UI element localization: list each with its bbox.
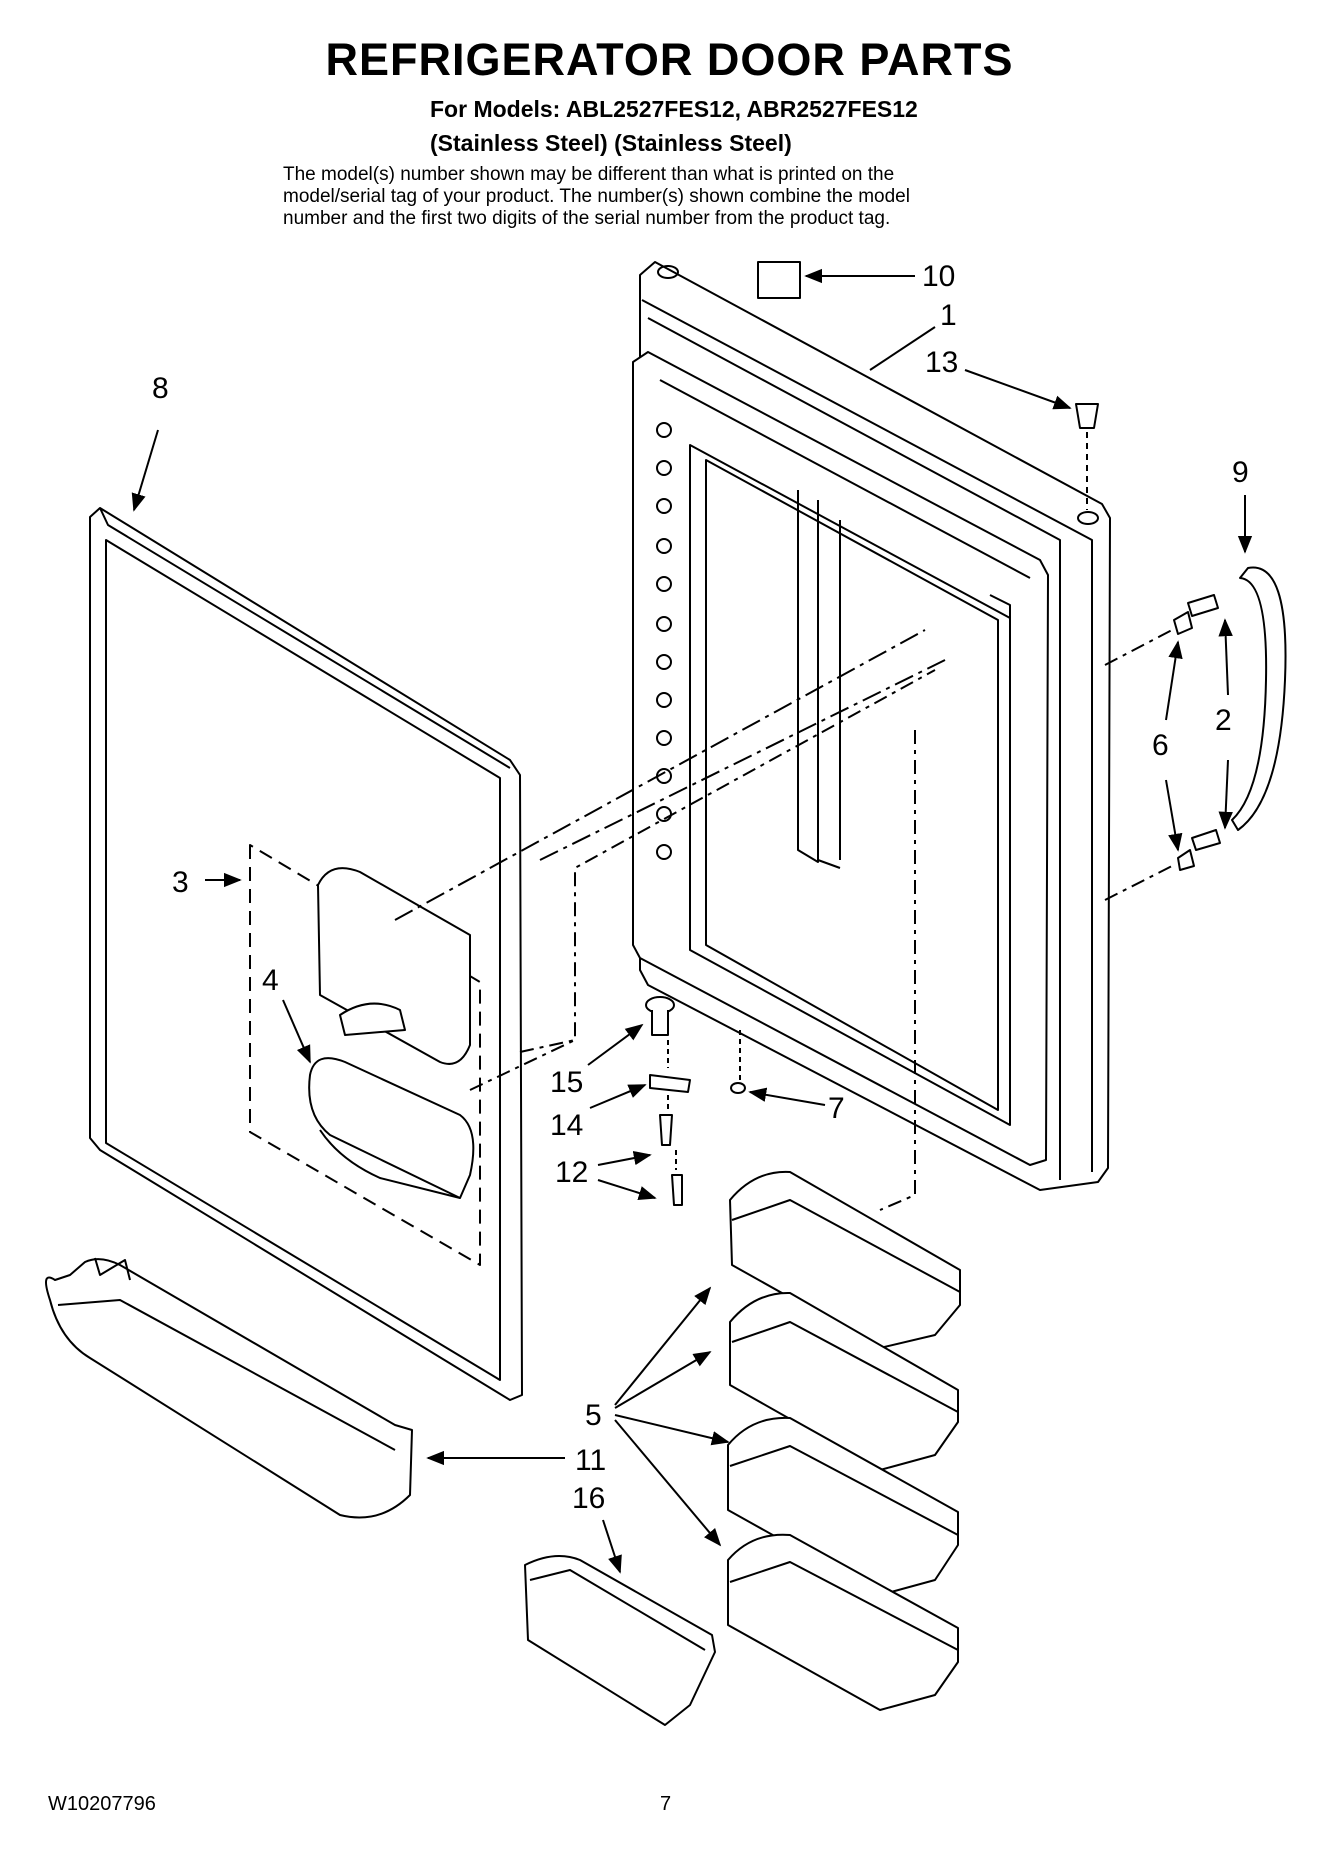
page-title: REFRIGERATOR DOOR PARTS [325,34,1014,85]
finish-subtitle: (Stainless Steel) (Stainless Steel) [430,130,792,156]
callout-12: 12 [555,1156,588,1189]
model-number-note: The model(s) number shown may be differe… [283,164,1083,230]
callout-7: 7 [828,1092,845,1125]
note-line: The model(s) number shown may be differe… [283,164,895,185]
hinge-hardware [645,996,746,1206]
label-tag-part [757,261,801,299]
lower-door-bin-part [45,1257,413,1519]
callout-numbers: 10 1 13 8 9 2 6 3 4 7 15 14 12 5 11 16 [152,260,1249,1515]
callout-2: 2 [1215,704,1232,737]
dispenser-assembly [249,844,481,1266]
callout-16: 16 [572,1482,605,1515]
callout-10: 10 [922,260,955,293]
callout-4: 4 [262,964,279,997]
small-bin-part [524,1555,716,1726]
note-line: number and the first two digits of the s… [283,208,891,229]
callout-11: 11 [575,1444,606,1477]
callout-15: 15 [550,1066,583,1099]
handle-part [1231,566,1287,831]
models-subtitle: For Models: ABL2527FES12, ABR2527FES12 [430,96,918,122]
door-liner-part [632,261,1111,1191]
door-bins-part [727,1170,961,1711]
plug-part [1075,403,1099,429]
callout-13: 13 [925,346,958,379]
page-number: 7 [660,1793,672,1815]
callout-14: 14 [550,1109,583,1142]
callout-6: 6 [1152,729,1169,762]
callout-5: 5 [585,1399,602,1432]
callout-9: 9 [1232,456,1249,489]
document-number: W10207796 [48,1793,156,1815]
leader-lines [131,268,1253,1574]
note-line: model/serial tag of your product. The nu… [283,186,910,207]
callout-8: 8 [152,372,169,405]
callout-3: 3 [172,866,189,899]
outer-door-panel-part [89,507,523,1401]
callout-1: 1 [940,299,957,332]
handle-screws [1173,594,1221,871]
